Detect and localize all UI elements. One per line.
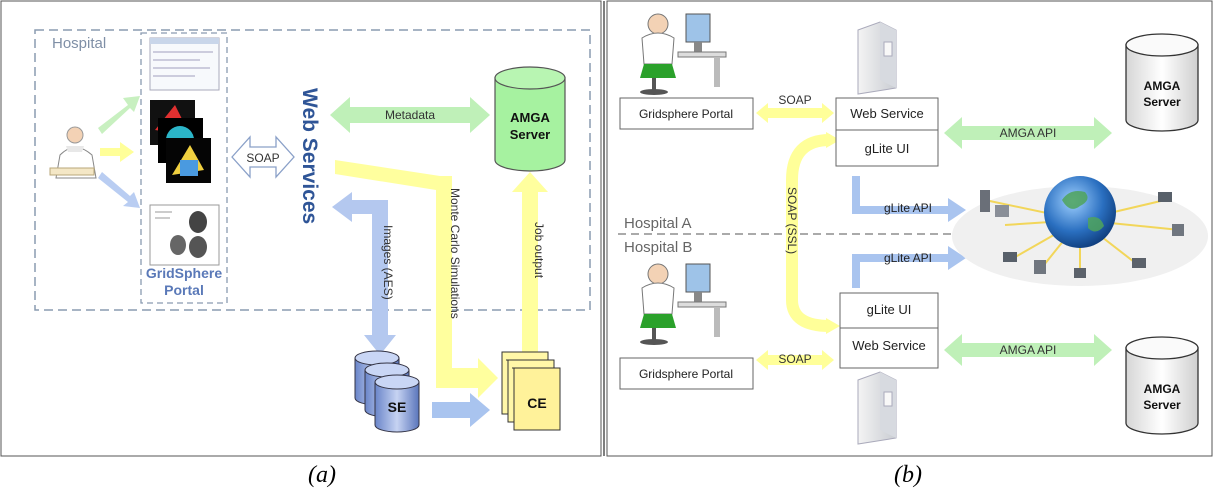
glite-api-arrow-bottom: [852, 246, 966, 288]
service-box-bottom: [839, 292, 939, 369]
server-tower-icon: [857, 21, 897, 95]
soap-label-top: SOAP: [778, 93, 811, 107]
hospital-a-label: Hospital A: [624, 215, 692, 232]
globe-network-icon: [952, 176, 1208, 286]
soap-label-a: SOAP: [246, 151, 279, 165]
panel-b: Hospital A Hospital B Gridsphere Portal: [606, 0, 1213, 457]
caption-b: (b): [894, 462, 922, 488]
web-services-label: Web Services: [298, 88, 321, 224]
portal-label-top: Gridsphere Portal: [639, 107, 733, 121]
hospital-region: [34, 29, 591, 311]
hospital-b-label: Hospital B: [624, 239, 692, 256]
glite-api-arrow-top: [852, 176, 966, 222]
soap-ssl-head-bottom: [826, 318, 840, 334]
soap-arrow-top: [756, 103, 834, 123]
portal-box-top: [619, 97, 754, 130]
se-to-ce-arrow: [432, 393, 490, 427]
panel-a: Hospital: [0, 0, 602, 457]
arrow-doctor-to-portal-mid: [100, 142, 134, 162]
server-tower-icon: [857, 371, 897, 445]
doctor-icon: [49, 126, 97, 179]
monte-carlo-label: Monte Carlo Simulations: [448, 188, 462, 319]
hospital-label: Hospital: [52, 35, 106, 52]
metadata-arrow: [330, 97, 490, 133]
web-service-label-top: Web Service: [850, 106, 923, 121]
amga-api-arrow-bottom: [944, 334, 1112, 366]
glite-api-label-bottom: gLite API: [884, 251, 932, 265]
images-arrow: [332, 192, 396, 355]
glite-ui-label-bottom: gLite UI: [867, 302, 912, 317]
soap-ssl-connector: [786, 134, 831, 332]
soap-arrow-bottom: [756, 350, 834, 370]
web-service-label-bottom: Web Service: [852, 338, 925, 353]
portal-region: [140, 32, 228, 304]
amga-server-cylinder-bottom: AMGA Server: [1125, 336, 1199, 435]
caption-a: (a): [308, 462, 336, 488]
glite-api-label-top: gLite API: [884, 201, 932, 215]
arrow-doctor-to-portal-bottom: [98, 172, 140, 208]
arrow-doctor-to-portal-top: [98, 96, 140, 134]
portal-label-line1: GridSphere: [146, 265, 222, 281]
se-database-stack: SE: [354, 350, 420, 433]
amga-label-line2: Server: [510, 127, 550, 142]
glite-ui-label-top: gLite UI: [865, 141, 910, 156]
job-output-label: Job output: [532, 222, 546, 279]
doctor-at-computer-icon: [640, 263, 727, 345]
amga-api-label-top: AMGA API: [1000, 126, 1057, 140]
se-label: SE: [388, 399, 407, 415]
soap-ssl-label: SOAP (SSL): [785, 187, 799, 254]
render-thumbnails: [150, 100, 211, 183]
amga-bottom-line1: AMGA: [1144, 382, 1181, 396]
screenshot-thumbnail: [149, 37, 220, 91]
doctor-at-computer-icon: [640, 13, 727, 95]
portal-box-bottom: [619, 357, 754, 390]
amga-label-line1: AMGA: [510, 110, 550, 125]
portal-label-line2: Portal: [164, 282, 204, 298]
monte-carlo-arrow: [335, 160, 498, 398]
amga-api-arrow-top: [944, 117, 1112, 149]
soap-ssl-head-top: [826, 132, 840, 148]
ce-label: CE: [527, 395, 546, 411]
amga-server-cylinder-a: AMGA Server: [494, 66, 566, 172]
images-label: Images (AES): [381, 225, 395, 300]
soap-label-bottom: SOAP: [778, 352, 811, 366]
metadata-label: Metadata: [385, 108, 435, 122]
mri-screenshot: [149, 204, 220, 266]
job-output-arrow: [512, 172, 548, 425]
ce-document-stack: CE: [501, 351, 561, 431]
amga-bottom-line2: Server: [1143, 398, 1181, 412]
amga-api-label-bottom: AMGA API: [1000, 343, 1057, 357]
portal-label-bottom: Gridsphere Portal: [639, 367, 733, 381]
panel-b-frame: [606, 0, 1213, 457]
amga-top-line2: Server: [1143, 95, 1181, 109]
soap-double-arrow: [231, 135, 295, 179]
amga-top-line1: AMGA: [1144, 79, 1181, 93]
service-box-top: [835, 97, 939, 167]
panel-a-frame: [0, 0, 602, 457]
amga-server-cylinder-top: AMGA Server: [1125, 33, 1199, 132]
